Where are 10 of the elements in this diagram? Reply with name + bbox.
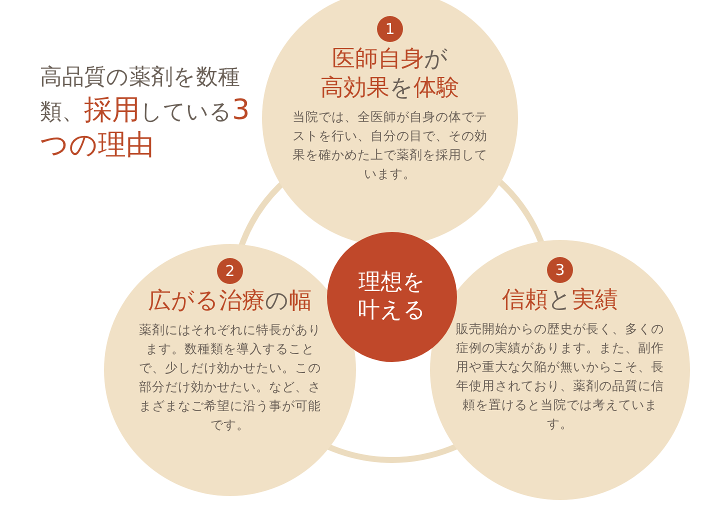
circle-heading: 信頼と実績	[501, 286, 619, 315]
center-label: 理想を叶える	[358, 269, 426, 325]
circle-text: 当院では、全医師が自身の体でテストを行い、自分の目で、その効果を確かめた上で薬剤を採用しています。	[292, 108, 488, 183]
circle-heading: 広がる治療の幅	[147, 287, 313, 316]
circle-text: 販売開始からの歴史が長く、多くの症例の実績があります。また、副作用や重大な欠陥が無いからこそ、長年使用されており、薬剤の品質に信頼を置けると当院では考えています。	[455, 320, 665, 433]
number-badge: 2	[217, 258, 243, 284]
number-badge: 1	[377, 16, 403, 42]
number-badge: 3	[547, 257, 573, 283]
circle-heading: 医師自身が高効果を体験	[320, 45, 460, 103]
circle-text: 薬剤にはそれぞれに特長があります。数種類を導入することで、少しだけ効かせたい。この部分だけ効かせたい。など、さまざまなご希望に沿う事が可能です。	[138, 321, 322, 434]
